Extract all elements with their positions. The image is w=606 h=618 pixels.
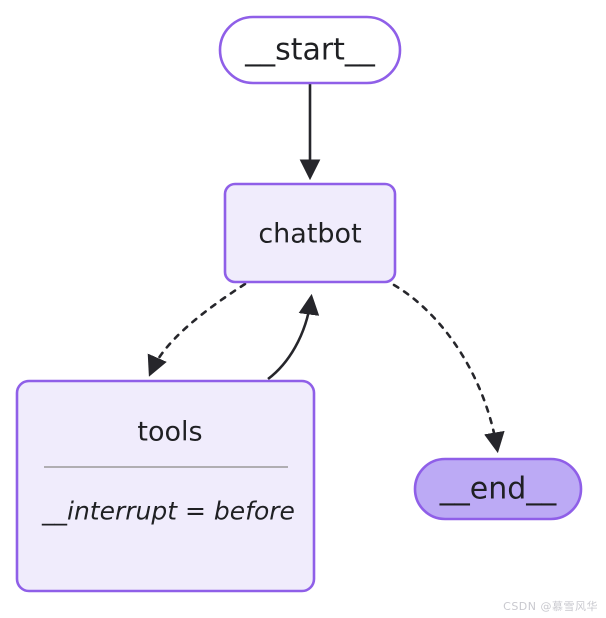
node-tools-label: tools xyxy=(137,417,202,448)
edge-chatbot-to-end xyxy=(392,283,505,454)
node-start-shape xyxy=(218,15,402,85)
node-chatbot-shape xyxy=(223,182,397,284)
node-tools-shape xyxy=(15,379,316,593)
node-tools-attribute: __interrupt = before xyxy=(41,497,295,526)
node-end-label: __end__ xyxy=(439,472,558,507)
csdn-watermark: CSDN @慕雪风华 xyxy=(503,600,598,613)
edge-chatbot-to-tools xyxy=(147,282,247,377)
edge-layer xyxy=(147,84,505,454)
node-end[interactable]: __end__ xyxy=(413,457,583,521)
node-start-label: __start__ xyxy=(244,33,376,68)
node-start[interactable]: __start__ xyxy=(218,15,402,85)
node-chatbot[interactable]: chatbot xyxy=(223,182,397,284)
node-tools[interactable]: tools __interrupt = before xyxy=(15,379,316,593)
edge-tools-to-chatbot xyxy=(267,293,320,381)
node-chatbot-label: chatbot xyxy=(258,219,361,250)
node-end-shape xyxy=(413,457,583,521)
